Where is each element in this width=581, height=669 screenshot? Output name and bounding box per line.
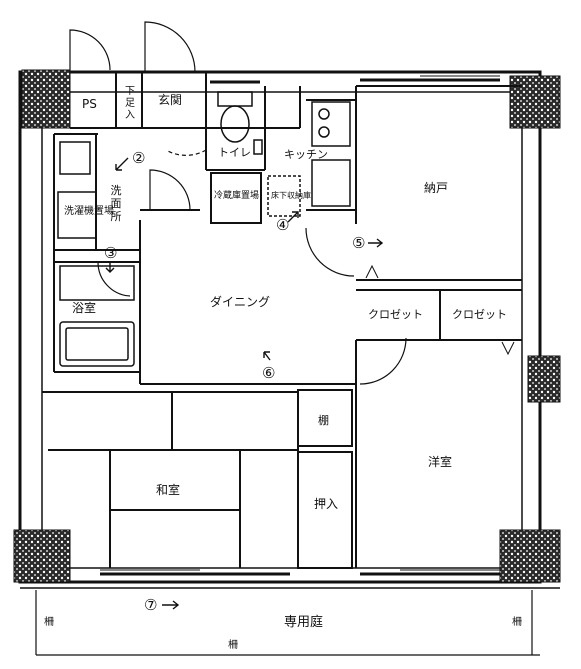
- garden-fence: [20, 587, 560, 656]
- pillar-top-right: [509, 75, 561, 129]
- label-closet-1: クロゼット: [368, 308, 423, 321]
- label-shoe-box: 下足入: [125, 86, 135, 121]
- label-fence-right: 柵: [512, 615, 522, 628]
- doors: [69, 21, 500, 576]
- viewpoint-3: ③: [104, 244, 117, 262]
- burner-1: [318, 108, 330, 120]
- door-toilet: [165, 149, 207, 156]
- viewpoint-6: ⑥: [262, 364, 275, 382]
- viewpoint-4: ④: [276, 216, 289, 234]
- pillar-bottom-right: [499, 529, 561, 583]
- viewpoint-5: ⑤: [352, 234, 365, 252]
- burner-2: [318, 126, 330, 138]
- label-dining: ダイニング: [210, 294, 270, 309]
- toilet-paper: [253, 139, 263, 155]
- pillar-top-left: [21, 69, 71, 129]
- label-shelf: 棚: [318, 413, 329, 427]
- label-washer-place-l1: 洗濯機置場: [64, 204, 114, 217]
- door-storeroom: [305, 227, 355, 277]
- interior-walls: [42, 72, 522, 569]
- door-washroom: [149, 169, 191, 211]
- pillar-bottom-left: [13, 529, 71, 583]
- label-washer-place: 洗濯機置場: [64, 204, 114, 217]
- label-fridge-place: 冷蔵庫置場: [214, 189, 259, 201]
- marker-triangle-right: [501, 341, 515, 356]
- underfloor-storage-box: [267, 175, 301, 217]
- label-japanese-room: 和室: [156, 482, 180, 497]
- stove: [311, 101, 351, 147]
- toilet-bowl: [220, 105, 250, 143]
- label-oshiire: 押入: [314, 497, 338, 511]
- toilet-tank: [217, 91, 253, 107]
- label-fence-left: 柵: [44, 615, 54, 628]
- bathtub-inner: [65, 327, 129, 361]
- viewpoints: ② ③ ④ ⑤ ⑥ ⑦: [104, 149, 384, 614]
- door-ps: [69, 29, 111, 71]
- door-entrance: [144, 21, 196, 73]
- viewpoint-2: ②: [132, 149, 145, 167]
- label-washroom: 洗面所: [111, 184, 122, 223]
- washer-box: [57, 191, 97, 239]
- bath-step: [59, 265, 135, 301]
- bathtub: [59, 321, 135, 367]
- marker-triangle-left: [365, 264, 379, 279]
- label-kitchen: キッチン: [284, 148, 328, 161]
- label-underfloor-storage: 床下収納庫: [271, 190, 311, 200]
- viewpoint-5-arrow-icon: [368, 238, 384, 248]
- pillars: [13, 69, 561, 583]
- pillar-mid-right: [527, 355, 561, 403]
- viewpoint-6-arrow-icon: [263, 351, 271, 361]
- label-toilet: トイレ: [218, 146, 251, 159]
- label-private-garden: 専用庭: [284, 614, 323, 630]
- label-storeroom: 納戸: [424, 181, 448, 195]
- fixtures: [57, 91, 351, 367]
- viewpoint-7-arrow-icon: [162, 600, 180, 610]
- viewpoint-3-arrow-icon: [105, 262, 115, 273]
- label-entrance: 玄関: [158, 92, 182, 107]
- label-western-room: 洋室: [428, 454, 452, 469]
- label-ps: PS: [82, 97, 97, 111]
- label-closet-2: クロゼット: [452, 308, 507, 321]
- kitchen-sink: [311, 159, 351, 207]
- viewpoint-7: ⑦: [144, 596, 157, 614]
- viewpoint-2-arrow-icon: [115, 157, 129, 171]
- label-bath: 浴室: [72, 300, 96, 315]
- washbasin: [59, 141, 91, 175]
- viewpoint-4-arrow-icon: [287, 211, 299, 223]
- door-bath: [97, 261, 131, 297]
- label-fence-bottom: 柵: [228, 638, 238, 651]
- exterior-walls: [18, 70, 542, 584]
- door-western: [359, 337, 407, 385]
